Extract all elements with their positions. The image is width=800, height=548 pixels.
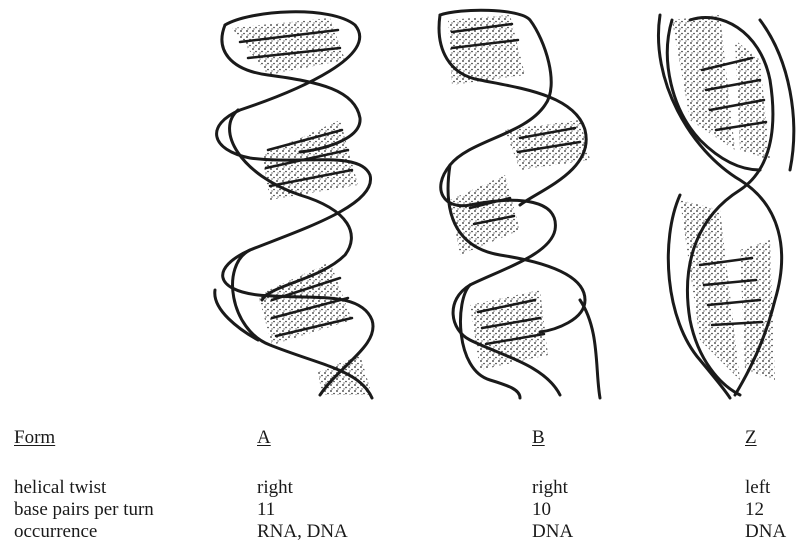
occurrence-z: DNA: [745, 522, 786, 542]
occurrence-label: occurrence: [14, 522, 97, 542]
dna-helix-illustrations: [0, 0, 800, 400]
helical-twist-label: helical twist: [14, 478, 106, 498]
a-form-helix: [215, 12, 373, 398]
form-z-header: Z: [745, 428, 757, 448]
base-pairs-b: 10: [532, 500, 551, 520]
base-pairs-label: base pairs per turn: [14, 500, 154, 520]
helical-twist-z: left: [745, 478, 770, 498]
form-b-header: B: [532, 428, 545, 448]
occurrence-b: DNA: [532, 522, 573, 542]
base-pairs-a: 11: [257, 500, 275, 520]
form-header-label: Form: [14, 428, 55, 448]
helical-twist-a: right: [257, 478, 293, 498]
b-form-helix: [439, 10, 600, 398]
form-a-header: A: [257, 428, 271, 448]
base-pairs-z: 12: [745, 500, 764, 520]
helical-twist-b: right: [532, 478, 568, 498]
occurrence-a: RNA, DNA: [257, 522, 348, 542]
z-form-helix: [658, 15, 793, 398]
